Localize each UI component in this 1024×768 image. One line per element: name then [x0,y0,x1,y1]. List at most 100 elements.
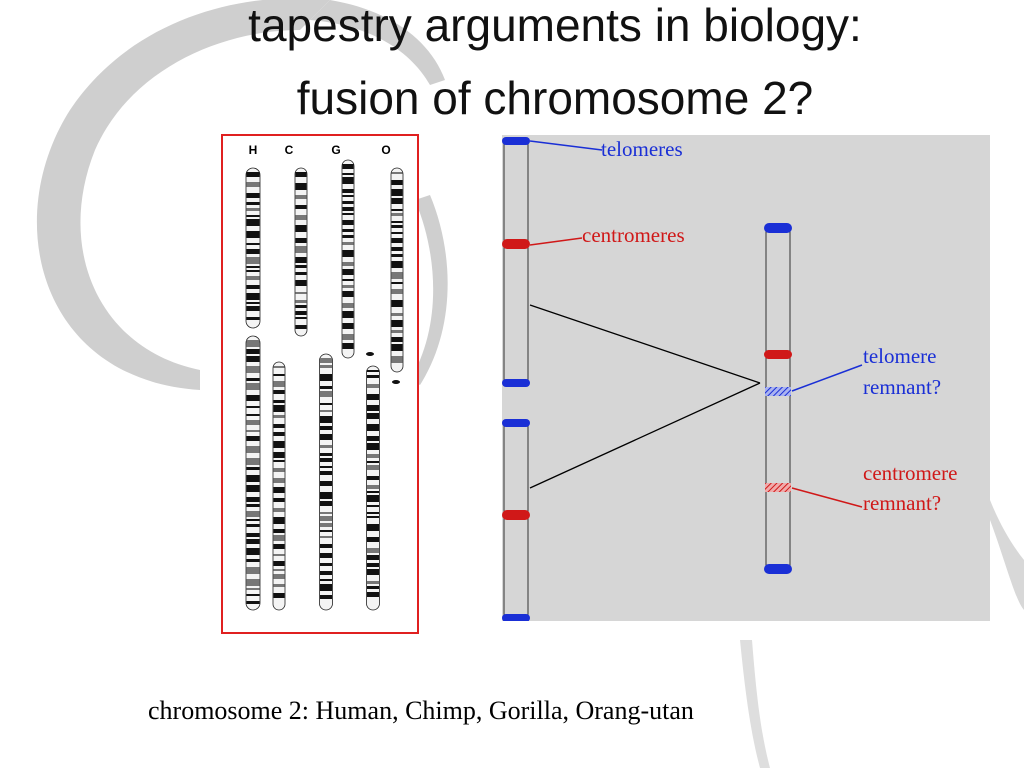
chromosome-band [367,370,379,372]
chromosome-band [246,266,260,268]
chromosome-band [342,189,354,193]
chromosome-band [246,533,260,537]
chromosome-band [273,460,285,462]
chromosome-band [342,220,354,225]
chromosome-band [246,430,260,432]
chromosome-band [391,261,403,268]
chromosome-band [246,458,260,465]
chromosome-band [320,501,332,506]
fusion-line-bottom [529,382,761,489]
chromosome-band [342,334,354,340]
fusion-diagram-svg: telomeres centromeres telomere remnant? … [502,135,990,622]
chromosome-band [391,344,403,351]
chromosome-band [391,238,403,243]
chromosome-band [391,172,403,174]
chromosome-band [391,300,403,307]
chromosome-band [246,257,260,264]
chromosome-band [342,213,354,215]
chromosome-band [295,238,307,243]
chromosome-band [342,262,354,266]
chromosome-band [246,270,260,272]
chromosome-band [391,337,403,342]
chromosome-band [295,311,307,315]
chromosome-band [367,548,379,553]
chromosome-band [246,317,260,320]
chromosome-band [246,172,260,177]
chromosome-band [295,325,307,329]
telomeres-leader [529,140,603,151]
chromosome-band [391,225,403,228]
centromere-b [502,510,530,520]
chromosome-band [367,394,379,400]
chromosome-band [391,209,403,211]
chromosome-band [295,300,307,303]
chromosome-band [246,285,260,289]
chromosome-band [295,205,307,209]
chromosome-band [367,512,379,514]
chromosome-band [367,505,379,507]
chromosome-fragment [392,380,400,384]
chromosome-band [273,390,285,394]
chromosome-band [246,219,260,226]
chromosome-band [273,498,285,502]
chromosome-band [367,465,379,470]
chromosome-band [273,415,285,418]
chromosome-band [367,443,379,450]
chromosome-band [391,180,403,185]
centromere-remnant-label-2: remnant? [863,491,941,515]
chromosome-band [273,478,285,483]
chromosome-band [320,426,332,430]
chromosome-band [391,282,403,284]
chromosome-band [273,508,285,512]
chromosome-band [342,303,354,308]
chromosome-band [246,524,260,527]
centromere-remnant-leader [791,487,863,508]
chromosome-band [246,202,260,205]
chromosome-band [320,458,332,462]
fused-centromere [764,350,792,359]
chromosome-band [342,285,354,288]
chromosome-band [273,381,285,387]
chromosome-band [391,289,403,294]
chromosome-band [246,366,260,373]
chromosome-band [246,504,260,507]
telomere-remnant-leader [791,364,863,392]
chromosome-band [320,386,332,389]
chromosome-band [273,517,285,524]
chromosome-band [342,343,354,349]
chromosome-band [246,594,260,596]
chromosome-band [391,356,403,363]
telomeres-label: telomeres [601,137,683,161]
chromosome-band [246,467,260,470]
chromosome-fragment [366,352,374,356]
chromosome-band [367,384,379,388]
chromosome-band [342,207,354,211]
chromosome-band [295,280,307,286]
telomere-a-top [502,137,530,145]
chromosome-band [367,491,379,493]
chromosome-band [246,215,260,217]
slide-caption: chromosome 2: Human, Chimp, Gorilla, Ora… [148,696,694,725]
chromosome-band [320,536,332,538]
chromosome-band [367,563,379,567]
chromosome-band [246,485,260,492]
chromosome-band [295,183,307,190]
chromosome-band [367,516,379,518]
telomere-b-bottom [502,614,530,622]
chromosome-band [342,269,354,275]
telomere-b-top [502,419,530,427]
telomere-remnant-mark [765,387,791,396]
chromosome-band [273,535,285,541]
chromosome-band [367,375,379,378]
chromosome-band [246,511,260,517]
centromere-remnant-label-1: centromere [863,461,957,485]
chromosome-band [367,454,379,458]
chromosome-band [320,445,332,448]
chromosome-band [273,574,285,579]
chromosome-band [391,213,403,216]
chromosome-band [367,581,379,584]
chromosome-band [320,571,332,575]
chromosome-band [320,544,332,548]
chromosome-band [320,516,332,521]
chromosome-band [246,243,260,245]
